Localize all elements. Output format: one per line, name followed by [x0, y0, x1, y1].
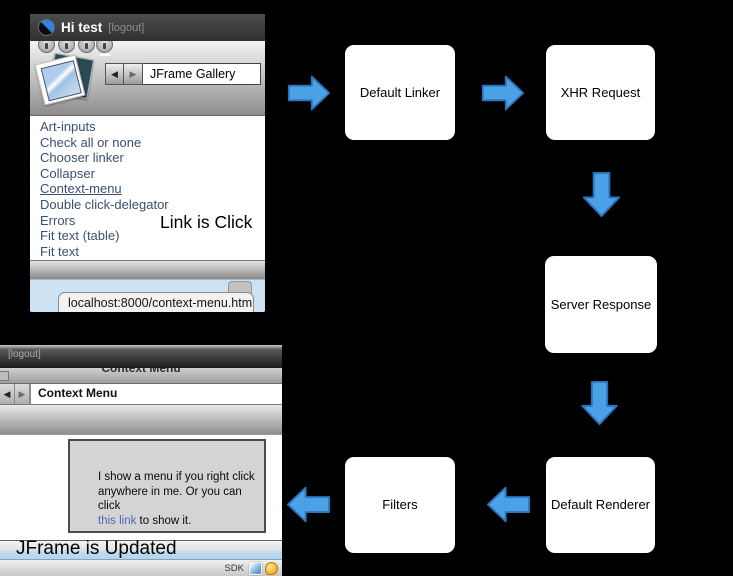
- context-menu-demo-panel[interactable]: I show a menu if you right click anywher…: [68, 439, 266, 533]
- jframe-logo-icon: [38, 19, 55, 36]
- photo-gallery-icon: [34, 52, 97, 108]
- gallery-link-double-click[interactable]: Double click-delegator: [40, 196, 169, 212]
- flow-box-default-renderer: Default Renderer: [546, 457, 655, 553]
- status-strip: localhost:8000/context-menu.html: [30, 279, 265, 312]
- greeting-title: Hi test: [61, 20, 103, 35]
- arrow-down-icon: [581, 380, 618, 426]
- browser-window-gallery: Hi test [logout] ◀ ▶ JFrame Gallery Art-…: [30, 14, 265, 312]
- arrow-left-icon: [286, 486, 331, 523]
- update-notification-bar: JFrame is Updated: [0, 538, 282, 560]
- photos-icon[interactable]: [249, 561, 262, 575]
- gallery-link-check-all[interactable]: Check all or none: [40, 134, 142, 150]
- horizontal-divider-bar: [30, 260, 265, 279]
- logout-link[interactable]: [logout]: [8, 349, 41, 360]
- arrow-right-icon: [287, 75, 331, 111]
- flow-box-filters: Filters: [345, 457, 455, 553]
- gallery-link-context-menu[interactable]: Context-menu: [40, 181, 122, 197]
- url-tab[interactable]: localhost:8000/context-menu.html: [58, 292, 254, 312]
- page-header: Hi test [logout]: [30, 14, 265, 41]
- back-button[interactable]: ◀: [0, 384, 15, 404]
- navigation-toolbar: ◀ ▶ Context Menu: [0, 384, 282, 405]
- arrow-left-icon: [486, 486, 531, 523]
- gallery-link-fit-text[interactable]: Fit text: [40, 243, 80, 259]
- gallery-link-errors[interactable]: Errors: [40, 212, 76, 228]
- gallery-link-list: Art-inputs Check all or none Chooser lin…: [30, 116, 265, 260]
- gallery-title-field: JFrame Gallery: [143, 63, 261, 85]
- arrow-down-icon: [582, 171, 621, 218]
- arrow-right-icon: [481, 75, 525, 111]
- background-tab[interactable]: [228, 281, 252, 294]
- navigation-segment: ◀ ▶ JFrame Gallery: [105, 63, 261, 85]
- caption-jframe-updated: JFrame is Updated: [16, 538, 177, 559]
- gallery-link-chooser-linker[interactable]: Chooser linker: [40, 150, 124, 166]
- window-title-bar: Context Menu: [0, 361, 282, 384]
- gallery-link-fit-text-table[interactable]: Fit text (table): [40, 228, 120, 244]
- panel-text: I show a menu if you right click anywher…: [98, 471, 255, 527]
- flow-box-default-linker: Default Linker: [345, 45, 455, 140]
- status-bar: SDK: [0, 560, 282, 576]
- flow-box-xhr-request: XHR Request: [546, 45, 655, 140]
- logout-link[interactable]: [logout]: [108, 21, 145, 34]
- toolbar-spacer-bar: [0, 405, 282, 435]
- page-title-field: Context Menu: [30, 384, 282, 404]
- swirl-icon[interactable]: [265, 561, 278, 575]
- forward-button[interactable]: ▶: [15, 384, 30, 404]
- back-button[interactable]: ◀: [105, 63, 124, 85]
- this-link[interactable]: this link: [98, 514, 137, 527]
- gallery-link-collapser[interactable]: Collapser: [40, 165, 95, 181]
- gallery-toolbar: ◀ ▶ JFrame Gallery: [30, 36, 265, 116]
- flow-box-server-response: Server Response: [545, 256, 657, 353]
- page-content: I show a menu if you right click anywher…: [0, 435, 282, 540]
- sdk-label: SDK: [224, 562, 244, 574]
- forward-button[interactable]: ▶: [124, 63, 143, 85]
- browser-window-context-menu: [logout] Context Menu ◀ ▶ Context Menu I…: [0, 345, 282, 576]
- caption-link-clicked: Link is Click: [160, 212, 253, 232]
- popover-pointer: [99, 50, 111, 56]
- gallery-link-art-inputs[interactable]: Art-inputs: [40, 119, 96, 134]
- window-corner-icon: [0, 371, 9, 381]
- page-header: [logout]: [0, 345, 282, 368]
